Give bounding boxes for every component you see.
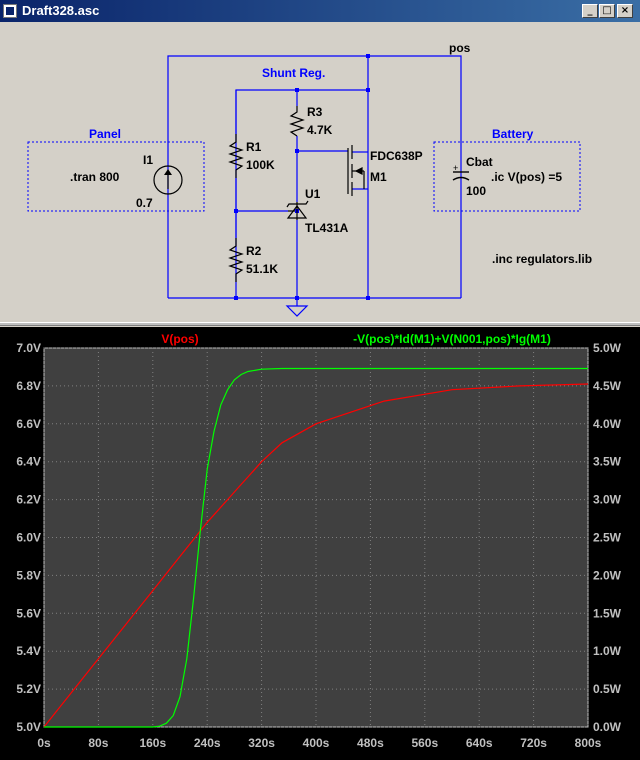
cbat-name[interactable]: Cbat	[466, 155, 493, 169]
maximize-button[interactable]: □	[599, 4, 615, 18]
r1-value[interactable]: 100K	[246, 158, 275, 172]
y-right-tick-label: 0.5W	[593, 682, 622, 696]
y-left-axis-ticks: 5.0V 5.2V 5.4V 5.6V 5.8V 6.0V 6.2V 6.4V 6.6V 6.8V…	[16, 341, 41, 734]
x-tick-label: 0s	[37, 736, 51, 750]
r1-name[interactable]: R1	[246, 140, 262, 154]
x-tick-label: 480s	[357, 736, 384, 750]
capacitor-symbol	[452, 171, 470, 181]
app-icon	[3, 4, 17, 18]
title-bar[interactable]: Draft328.asc _ □ ×	[0, 0, 640, 22]
pmos-symbol	[347, 145, 365, 196]
y-left-tick-label: 6.0V	[16, 531, 41, 545]
x-tick-label: 800s	[575, 736, 602, 750]
trace-power[interactable]	[44, 367, 588, 728]
panel-box[interactable]	[27, 141, 205, 212]
ic-directive[interactable]: .ic V(pos) =5	[491, 170, 562, 184]
battery-label[interactable]: Battery	[492, 127, 534, 141]
r3-name[interactable]: R3	[307, 105, 323, 119]
y-right-tick-label: 3.0W	[593, 493, 622, 507]
r3-value[interactable]: 4.7K	[307, 123, 333, 137]
tran-directive[interactable]: .tran 800	[70, 170, 120, 184]
include-directive[interactable]: .inc regulators.lib	[492, 252, 592, 266]
panel-label[interactable]: Panel	[89, 127, 121, 141]
x-tick-label: 400s	[303, 736, 330, 750]
x-tick-label: 80s	[88, 736, 108, 750]
y-right-tick-label: 3.5W	[593, 455, 622, 469]
resistor-symbols	[228, 90, 305, 282]
u1-name[interactable]: U1	[305, 187, 321, 201]
y-right-axis-ticks: 0.0W 0.5W 1.0W 1.5W 2.0W 2.5W 3.0W 3.5W 4.0W 4.5W…	[593, 341, 622, 734]
y-right-tick-label: 1.5W	[593, 606, 622, 620]
y-left-tick-label: 6.6V	[16, 417, 41, 431]
legend-vpos[interactable]: V(pos)	[161, 332, 198, 346]
cap-plus-sign: +	[453, 163, 458, 173]
y-left-tick-label: 6.2V	[16, 493, 41, 507]
y-right-tick-label: 2.0W	[593, 568, 622, 582]
m1-name[interactable]: M1	[370, 170, 387, 184]
waveform-viewer[interactable]: 0s 80s 160s 240s 320s 400s 480s 560s 640s 720s 800…	[0, 327, 640, 760]
x-tick-label: 160s	[139, 736, 166, 750]
x-tick-label: 720s	[520, 736, 547, 750]
x-tick-label: 640s	[466, 736, 493, 750]
plot-traces	[43, 367, 589, 728]
y-left-tick-label: 5.0V	[16, 720, 41, 734]
y-right-tick-label: 5.0W	[593, 341, 622, 355]
y-right-tick-label: 1.0W	[593, 644, 622, 658]
net-label-pos[interactable]: pos	[449, 41, 471, 55]
y-right-tick-label: 4.0W	[593, 417, 622, 431]
y-left-tick-label: 5.4V	[16, 644, 41, 658]
x-axis-ticks: 0s 80s 160s 240s 320s 400s 480s 560s 640s 720s 800…	[37, 736, 601, 750]
ground-icon	[285, 305, 309, 317]
i1-value[interactable]: 0.7	[136, 196, 153, 210]
r2-value[interactable]: 51.1K	[246, 262, 278, 276]
y-right-tick-label: 0.0W	[593, 720, 622, 734]
battery-box[interactable]	[433, 141, 581, 212]
minimize-button[interactable]: _	[582, 4, 598, 18]
pane-splitter[interactable]	[0, 322, 640, 326]
legend-power[interactable]: -V(pos)*Id(M1)+V(N001,pos)*Ig(M1)	[353, 332, 551, 346]
trace-vpos[interactable]	[43, 383, 589, 728]
shunt-reg-label[interactable]: Shunt Reg.	[262, 66, 325, 80]
y-left-tick-label: 6.8V	[16, 379, 41, 393]
tl431-symbol	[286, 200, 309, 220]
current-source-symbol	[153, 165, 183, 195]
i1-name[interactable]: I1	[143, 153, 153, 167]
y-left-tick-label: 6.4V	[16, 455, 41, 469]
r2-name[interactable]: R2	[246, 244, 262, 258]
y-left-tick-label: 5.6V	[16, 606, 41, 620]
u1-value[interactable]: TL431A	[305, 221, 349, 235]
m1-value[interactable]: FDC638P	[370, 149, 423, 163]
trace-legend[interactable]: V(pos) -V(pos)*Id(M1)+V(N001,pos)*Ig(M1)	[161, 332, 551, 346]
schematic-canvas[interactable]: + pos Shunt Reg. Panel Battery .tran 800…	[6, 24, 634, 320]
y-left-tick-label: 7.0V	[16, 341, 41, 355]
y-left-tick-label: 5.2V	[16, 682, 41, 696]
y-right-tick-label: 4.5W	[593, 379, 622, 393]
x-tick-label: 240s	[194, 736, 221, 750]
x-tick-label: 320s	[248, 736, 275, 750]
close-button[interactable]: ×	[617, 4, 633, 18]
cbat-value[interactable]: 100	[466, 184, 486, 198]
window-title: Draft328.asc	[22, 3, 100, 18]
y-left-tick-label: 5.8V	[16, 568, 41, 582]
x-tick-label: 560s	[411, 736, 438, 750]
y-right-tick-label: 2.5W	[593, 531, 622, 545]
